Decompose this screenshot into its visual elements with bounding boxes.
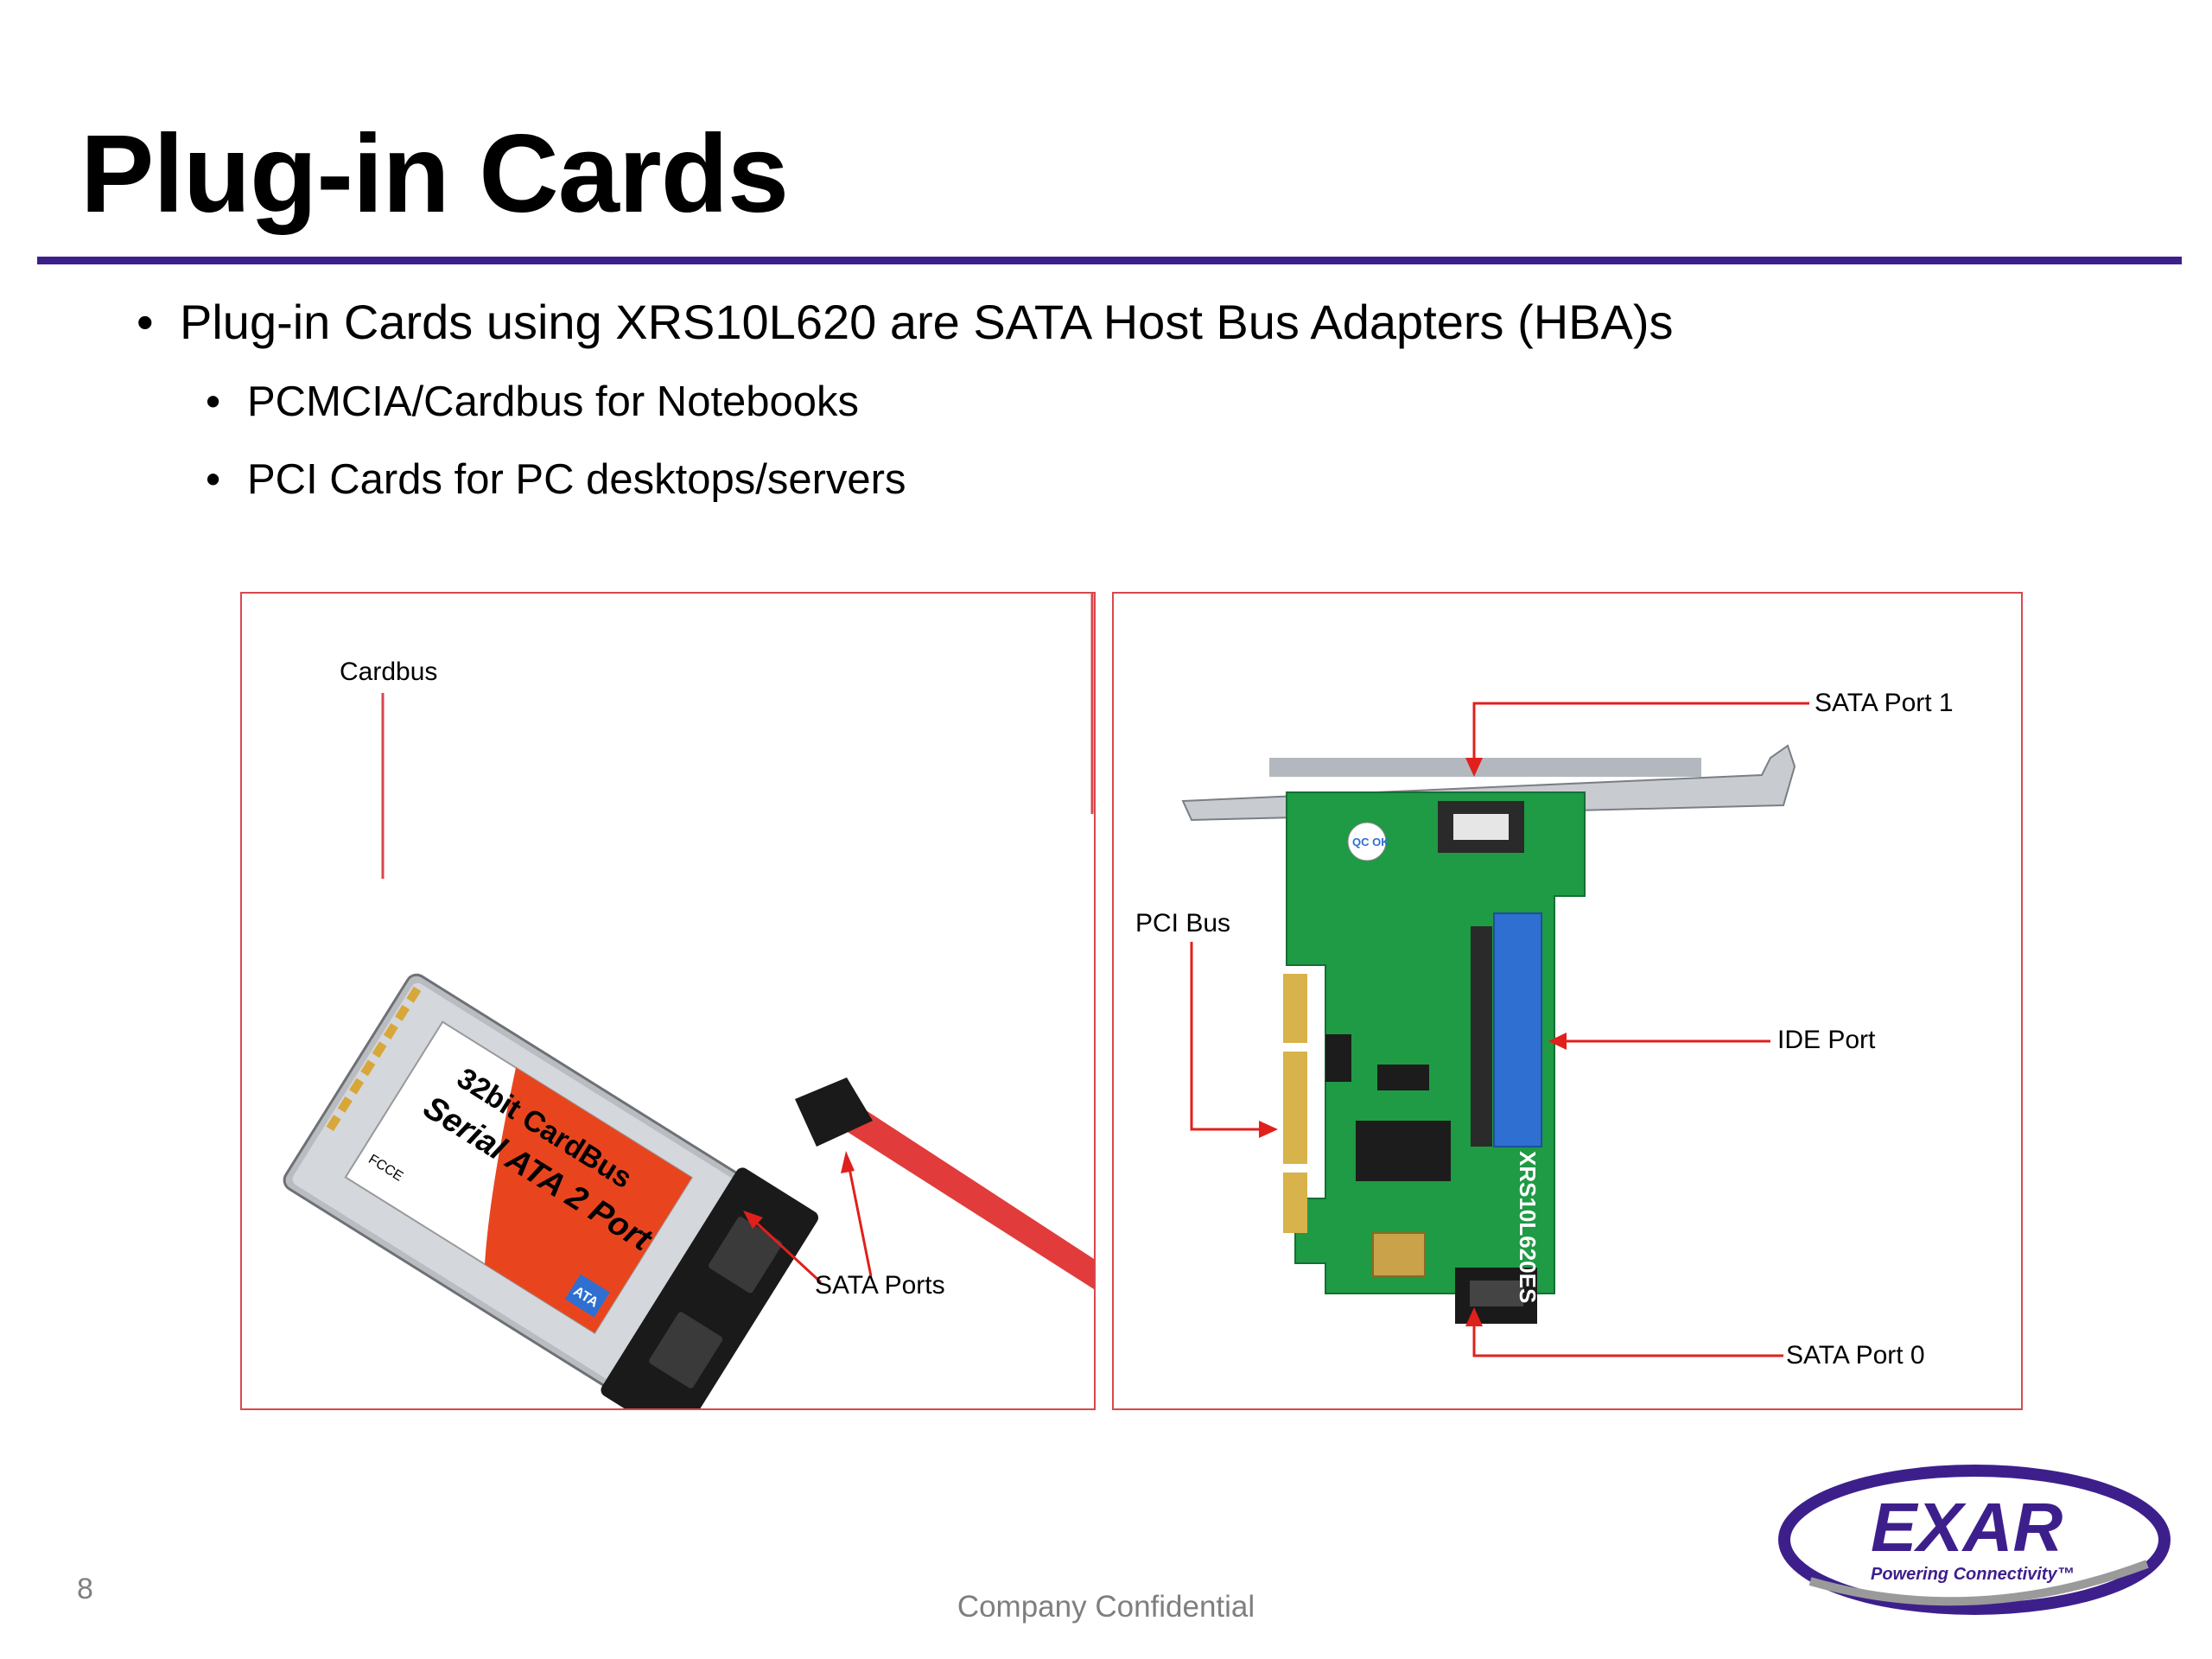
bullet-text: PCI Cards for PC desktops/servers xyxy=(247,456,906,503)
exar-logo: EXAR Powering Connectivity™ xyxy=(1778,1465,2171,1615)
bullet-text: PCMCIA/Cardbus for Notebooks xyxy=(247,378,860,425)
callout-cardbus: Cardbus xyxy=(340,658,438,686)
bullet-pci: • PCI Cards for PC desktops/servers xyxy=(206,455,906,504)
callout-ide-port: IDE Port xyxy=(1777,1026,1876,1054)
footer-confidential: Company Confidential xyxy=(957,1590,1255,1624)
bullet-pcmcia: • PCMCIA/Cardbus for Notebooks xyxy=(206,378,860,426)
callout-sata-port-0: SATA Port 0 xyxy=(1786,1341,1925,1370)
bullet-text: Plug-in Cards using XRS10L620 are SATA H… xyxy=(180,295,1674,349)
logo-tagline: Powering Connectivity™ xyxy=(1871,1565,2075,1584)
pci-card-illustration: QC OK XRS10L620ES xyxy=(1181,702,1809,1357)
callout-sata-port-1: SATA Port 1 xyxy=(1815,689,1954,717)
cardbus-card-illustration: 32bit CardBus Serial ATA 2 Port FCCE ATA xyxy=(283,594,1094,1408)
board-chip-label: XRS10L620ES xyxy=(1515,1151,1541,1303)
qc-sticker-text: QC OK xyxy=(1352,836,1389,849)
pci-card-figure-panel: QC OK XRS10L620ES SATA Port 1 PCI Bus ID… xyxy=(1112,592,2023,1410)
cardbus-figure-panel: 32bit CardBus Serial ATA 2 Port FCCE ATA… xyxy=(240,592,1096,1410)
callout-sata-ports: SATA Ports xyxy=(815,1271,945,1300)
logo-wordmark: EXAR xyxy=(1871,1489,2063,1566)
slide-title: Plug-in Cards xyxy=(80,112,789,236)
callout-pci-bus: PCI Bus xyxy=(1135,909,1231,938)
title-underline xyxy=(37,257,2182,264)
bullet-hba: • Plug-in Cards using XRS10L620 are SATA… xyxy=(137,294,1674,350)
bullet-dot: • xyxy=(206,456,221,503)
bullet-dot: • xyxy=(137,295,154,349)
bullet-dot: • xyxy=(206,378,221,425)
page-number: 8 xyxy=(77,1573,93,1605)
